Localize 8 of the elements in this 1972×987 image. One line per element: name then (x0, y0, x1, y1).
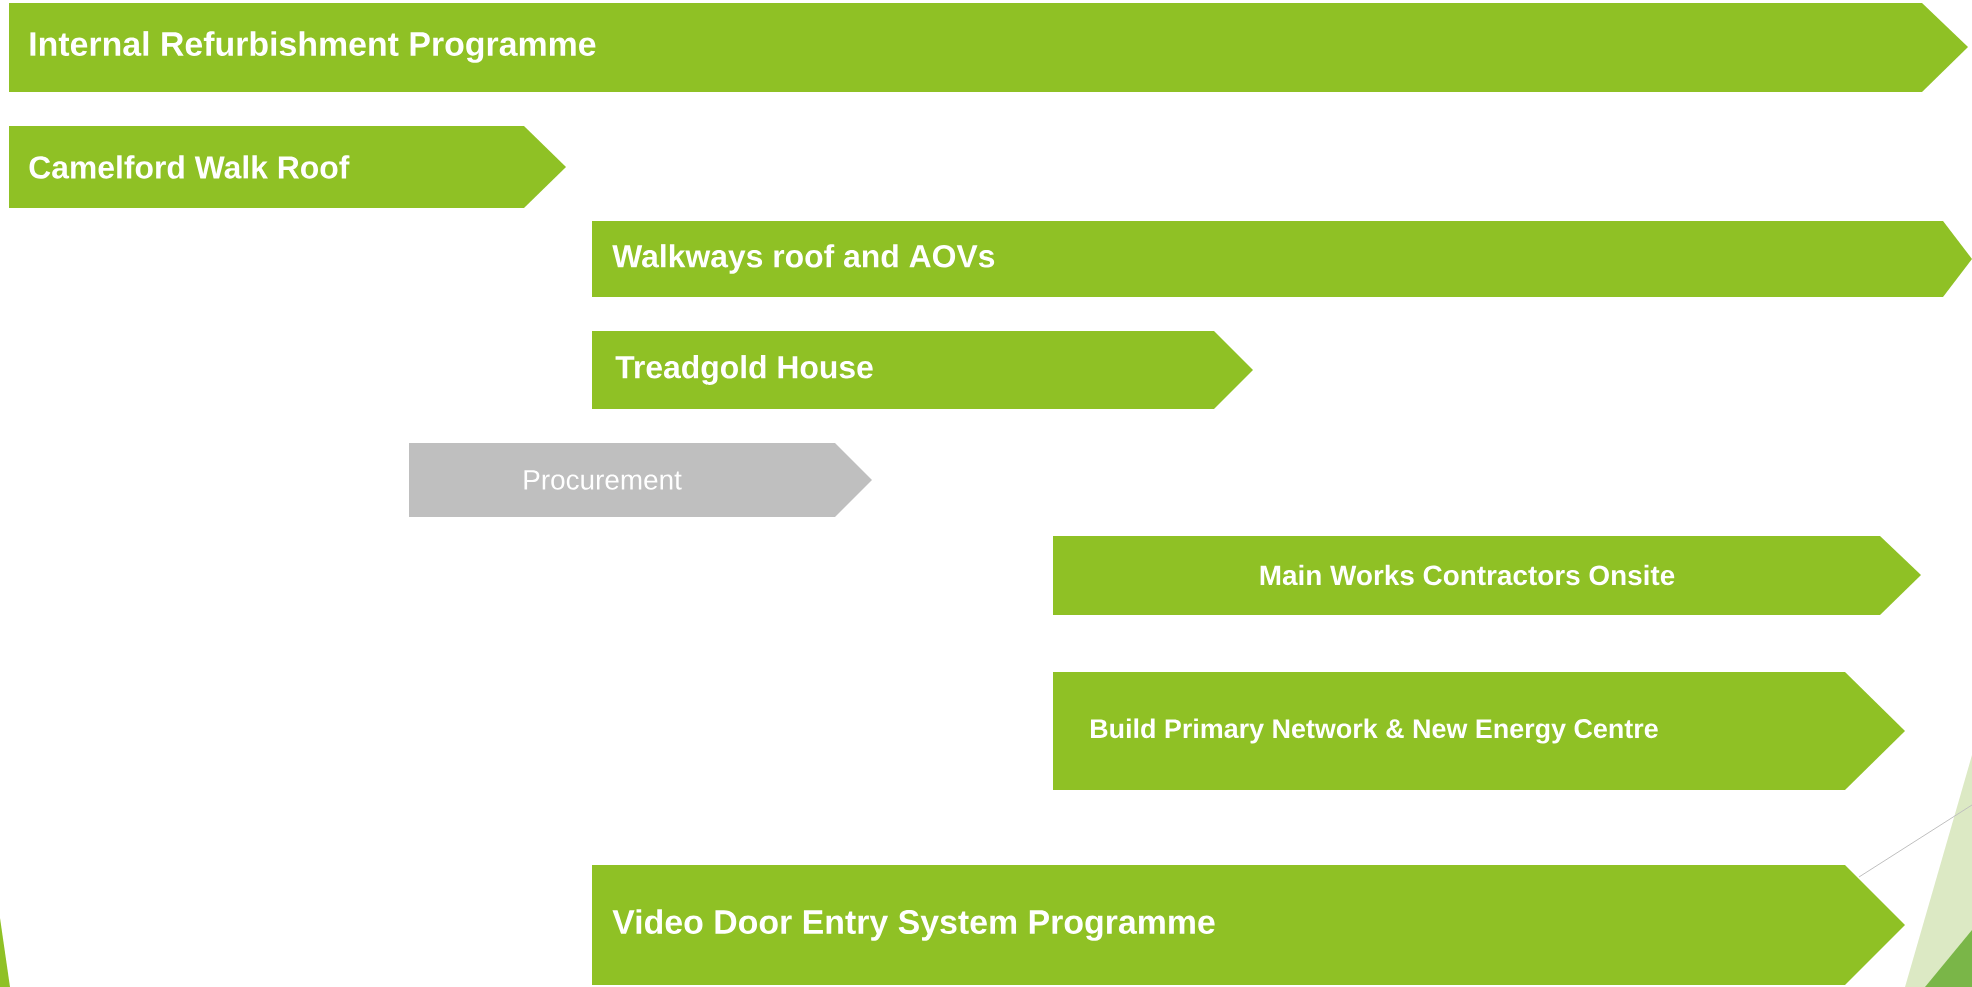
arrow-bar: Walkways roof and AOVs (592, 221, 1972, 297)
arrow-bar: Procurement (409, 443, 872, 517)
arrow-bar: Video Door Entry System Programme (592, 865, 1905, 985)
arrow-bar: Build Primary Network & New Energy Centre (1053, 672, 1905, 790)
arrow-bar: Main Works Contractors Onsite (1053, 536, 1921, 615)
arrow-bar: Treadgold House (592, 331, 1253, 409)
arrow-bar: Internal Refurbishment Programme (9, 3, 1968, 92)
arrow-bar: Camelford Walk Roof (9, 126, 566, 208)
